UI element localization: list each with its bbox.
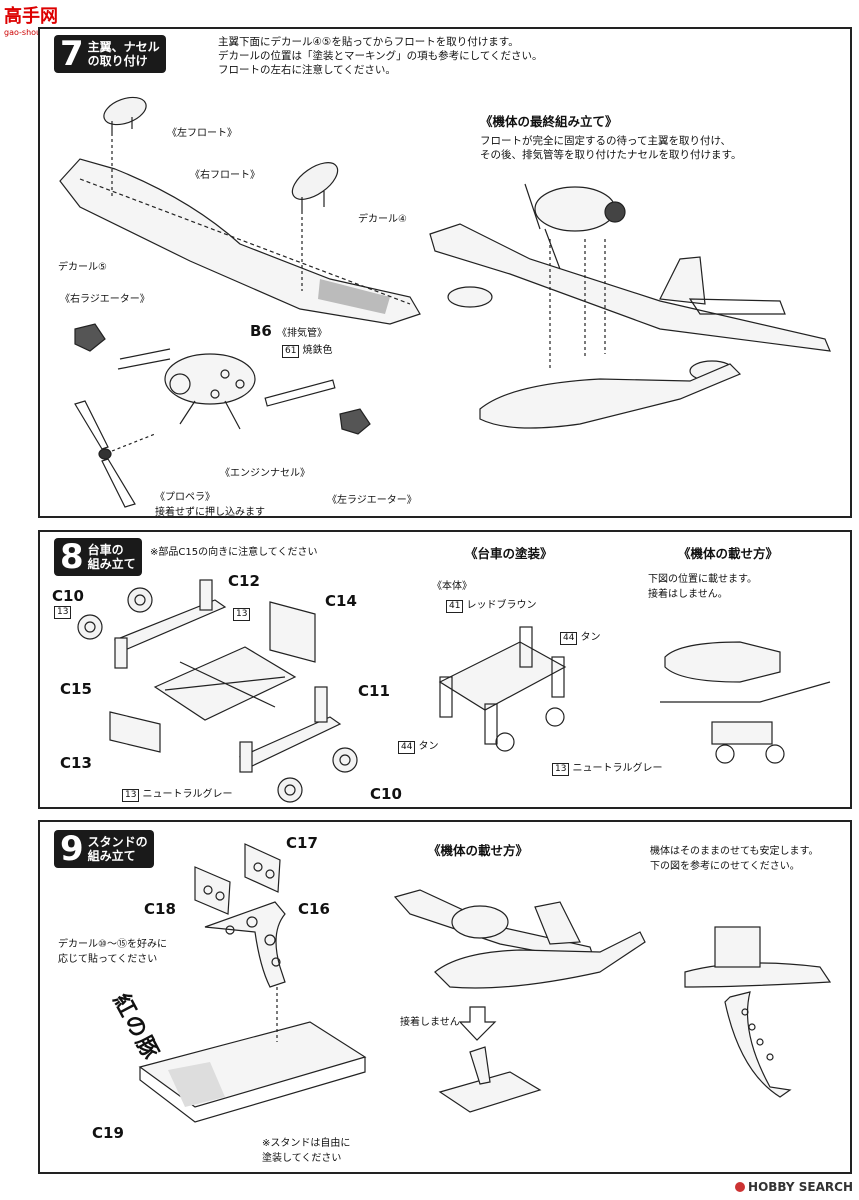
paint-name: 焼鉄色 bbox=[302, 345, 333, 356]
propeller-label: 《プロペラ》 接着せずに押し込みます bbox=[155, 488, 265, 518]
step9-drawing bbox=[138, 843, 832, 1123]
cart-painting-title: 《台車の塗装》 bbox=[465, 546, 553, 561]
part-c15: C15 bbox=[60, 680, 92, 698]
decal-note: デカール⑩〜⑮を好みに 応じて貼ってください bbox=[58, 935, 167, 965]
stand-mounting-line: 機体はそのままのせても安定します。 bbox=[650, 846, 819, 857]
hobby-search-logo: HOBBY SEARCH bbox=[735, 1180, 853, 1194]
part-c12: C12 bbox=[228, 572, 260, 590]
paint-code: 13 bbox=[54, 606, 72, 619]
part-c10-bottom: C10 bbox=[370, 785, 402, 803]
step8-panel: 8 台車の 組み立て ※部品C15の向きに注意してください C10 13 C12… bbox=[38, 530, 852, 809]
step-number: 7 bbox=[60, 34, 84, 74]
part-c14: C14 bbox=[325, 592, 357, 610]
stand-mounting-title: 《機体の載せ方》 bbox=[428, 843, 529, 858]
stand-paint-note-line: ※スタンドは自由に bbox=[262, 1138, 351, 1149]
stand-paint-note-line: 塗装してください bbox=[262, 1153, 342, 1164]
decal-note-line: デカール⑩〜⑮を好みに bbox=[58, 939, 167, 950]
step8-note: ※部品C15の向きに注意してください bbox=[150, 547, 318, 558]
cart-body-label: 《本体》 bbox=[432, 581, 472, 592]
paint-13-c10: 13 bbox=[54, 606, 74, 619]
part-c19: C19 bbox=[92, 1124, 124, 1142]
step9-badge: 9 スタンドの 組み立て bbox=[54, 830, 154, 868]
hobby-search-text: HOBBY SEARCH bbox=[748, 1180, 853, 1194]
step7-notes: 主翼下面にデカール④⑤を貼ってからフロートを取り付けます。 デカールの位置は「塗… bbox=[218, 35, 543, 77]
paint-code: 61 bbox=[282, 345, 300, 358]
decal5-label: デカール⑤ bbox=[58, 262, 107, 273]
step-number: 9 bbox=[60, 829, 84, 869]
watermark-url: gao-shou.com bbox=[4, 28, 61, 37]
paint-13-c15: 13 bbox=[233, 608, 253, 621]
cart-mounting: 《機体の載せ方》 下図の位置に載せます。 接着はしません。 bbox=[648, 543, 778, 600]
part-c17: C17 bbox=[286, 834, 318, 852]
paint-code: 44 bbox=[560, 632, 578, 645]
stand-paint-note: ※スタンドは自由に 塗装してください bbox=[262, 1134, 350, 1164]
engine-nacelle-label: 《エンジンナセル》 bbox=[220, 468, 310, 479]
step-title: スタンドの 組み立て bbox=[87, 835, 148, 863]
note-line: 主翼下面にデカール④⑤を貼ってからフロートを取り付けます。 bbox=[218, 36, 519, 48]
note-line: フロートの左右に注意してください。 bbox=[218, 64, 396, 76]
cart-mounting-title: 《機体の載せ方》 bbox=[678, 546, 779, 561]
paint-code: 13 bbox=[552, 763, 570, 776]
note-line: デカールの位置は「塗装とマーキング」の項も参考にしてください。 bbox=[218, 50, 543, 62]
right-radiator-label: 《右ラジエーター》 bbox=[60, 294, 150, 305]
paint-name: ニュートラルグレー bbox=[572, 763, 663, 774]
hobby-search-icon bbox=[735, 1182, 746, 1192]
watermark-brand: 高手网 bbox=[4, 6, 58, 27]
paint-name: ニュートラルグレー bbox=[142, 789, 233, 800]
paint-code: 44 bbox=[398, 741, 416, 754]
paint-code: 13 bbox=[233, 608, 251, 621]
step8-drawing bbox=[77, 579, 831, 803]
step8-badge: 8 台車の 組み立て bbox=[54, 538, 142, 576]
step-title: 台車の 組み立て bbox=[87, 543, 136, 571]
left-radiator-label: 《左ラジエーター》 bbox=[327, 495, 417, 506]
part-c18: C18 bbox=[144, 900, 176, 918]
paint-name: タン bbox=[418, 741, 439, 752]
right-float-label: 《右フロート》 bbox=[190, 170, 260, 181]
paint-name: タン bbox=[580, 632, 601, 643]
final-assembly: 《機体の最終組み立て》 フロートが完全に固定するの待って主翼を取り付け、 その後… bbox=[480, 111, 741, 162]
propeller-note: 接着せずに押し込みます bbox=[155, 507, 265, 518]
final-assembly-text: その後、排気管等を取り付けたナセルを取り付けます。 bbox=[480, 149, 742, 161]
step9-panel: 9 スタンドの 組み立て C17 C18 C16 デカール⑩〜⑮を好みに 応じて… bbox=[38, 820, 852, 1174]
stand-mounting-text: 機体はそのままのせても安定します。 下の図を参考にのせてください。 bbox=[650, 842, 819, 872]
step-title: 主翼、ナセル の取り付け bbox=[87, 40, 160, 68]
paint-code: 41 bbox=[446, 600, 464, 613]
cart-mounting-text: 下図の位置に載せます。 bbox=[648, 574, 757, 585]
propeller-name: 《プロペラ》 bbox=[155, 492, 215, 503]
step7-badge: 7 主翼、ナセル の取り付け bbox=[54, 35, 166, 73]
decal4-label: デカール④ bbox=[358, 214, 407, 225]
part-b6: B6 bbox=[250, 322, 272, 340]
left-float-label: 《左フロート》 bbox=[167, 128, 237, 139]
no-glue-label: 接着しません bbox=[400, 1017, 460, 1028]
part-c13: C13 bbox=[60, 754, 92, 772]
final-assembly-text: フロートが完全に固定するの待って主翼を取り付け、 bbox=[480, 135, 731, 147]
paint-name: レッドブラウン bbox=[466, 600, 537, 611]
part-c11: C11 bbox=[358, 682, 390, 700]
stand-mounting-line: 下の図を参考にのせてください。 bbox=[650, 861, 800, 872]
final-assembly-title: 《機体の最終組み立て》 bbox=[480, 114, 618, 129]
paint-code: 13 bbox=[122, 789, 140, 802]
step7-drawing bbox=[59, 96, 831, 508]
b6-label: B6 《排気管》 bbox=[250, 321, 327, 340]
step7-panel: 7 主翼、ナセル の取り付け 主翼下面にデカール④⑤を貼ってからフロートを取り付… bbox=[38, 27, 852, 518]
part-c10-top: C10 bbox=[52, 587, 84, 605]
cart-mounting-text: 接着はしません。 bbox=[648, 589, 728, 600]
step-number: 8 bbox=[60, 537, 84, 577]
part-c16: C16 bbox=[298, 900, 330, 918]
watermark-logo: 高手网 gao-shou.com bbox=[4, 2, 61, 37]
exhaust-label: 《排気管》 bbox=[276, 328, 327, 339]
decal-note-line: 応じて貼ってください bbox=[58, 954, 158, 965]
